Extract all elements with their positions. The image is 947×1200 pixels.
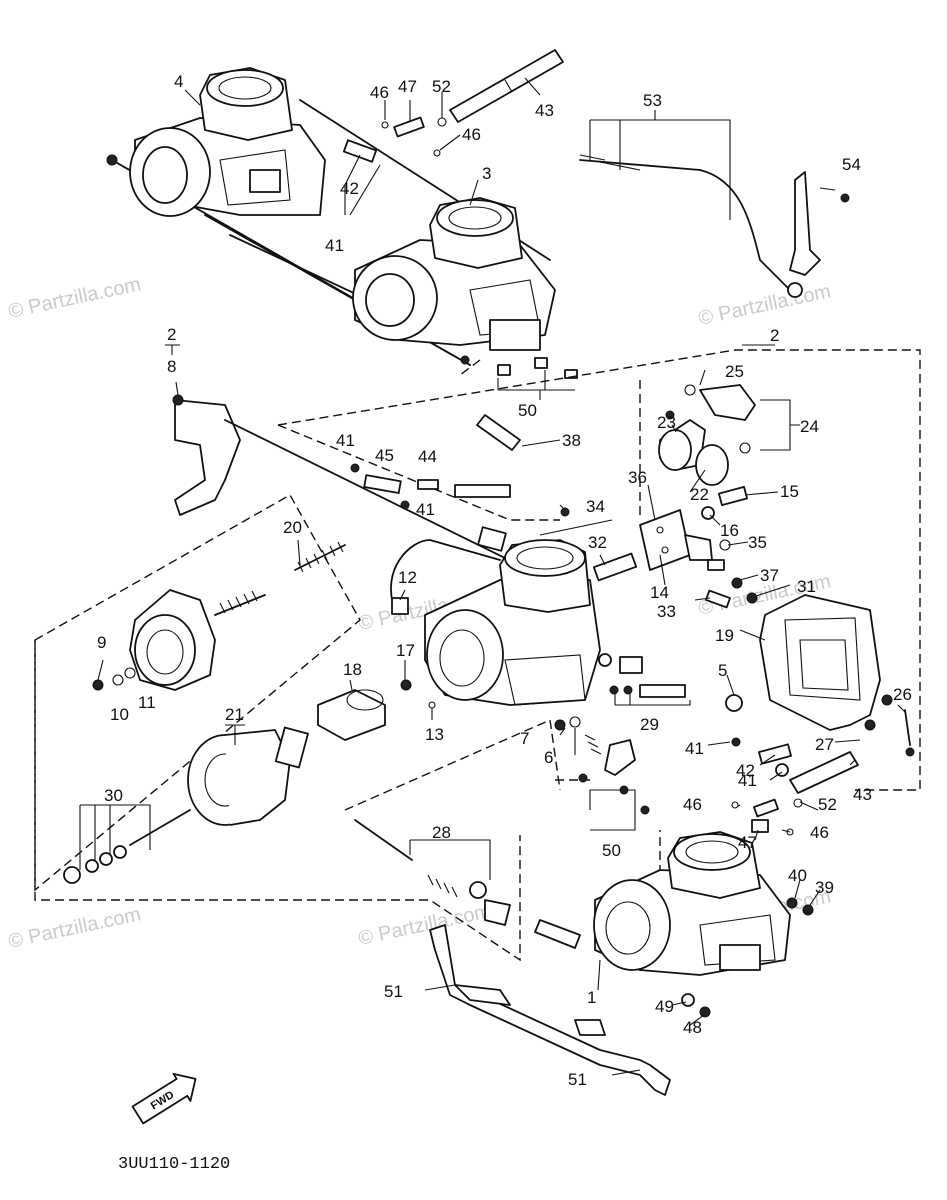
watermark: © Partzilla.com — [696, 280, 832, 330]
callout-number: 47 — [398, 77, 417, 96]
callout-number: 33 — [657, 602, 676, 621]
callout-number: 44 — [418, 447, 437, 466]
callout-number: 14 — [650, 583, 669, 602]
callout-number: 32 — [588, 533, 607, 552]
callout-number: 45 — [375, 446, 394, 465]
callout-numbers: 1 2 2 3 4 5 6 7 8 9 10 11 12 13 14 15 16… — [97, 72, 912, 1089]
right-components — [560, 384, 915, 836]
callout-number: 7 — [520, 729, 529, 748]
top-carburetor-assembly — [106, 49, 850, 451]
callout-number: 25 — [725, 362, 744, 381]
callout-number: 22 — [690, 485, 709, 504]
callout-number: 12 — [398, 568, 417, 587]
callout-number: 47 — [738, 833, 757, 852]
callout-number: 26 — [893, 685, 912, 704]
callout-number: 35 — [748, 533, 767, 552]
callout-number: 24 — [800, 417, 819, 436]
callout-number: 10 — [110, 705, 129, 724]
callout-number: 16 — [720, 521, 739, 540]
callout-number: 50 — [518, 401, 537, 420]
callout-number: 21 — [225, 705, 244, 724]
drawing-code: 3UU110-1120 — [118, 1155, 230, 1174]
callout-number: 13 — [425, 725, 444, 744]
callout-number: 51 — [568, 1070, 587, 1089]
callout-number: 2 — [167, 325, 176, 344]
callout-number: 42 — [736, 761, 755, 780]
callout-number: 41 — [738, 771, 757, 790]
callout-number: 43 — [535, 101, 554, 120]
callout-number: 2 — [770, 326, 779, 345]
callout-number: 49 — [655, 997, 674, 1016]
callout-number: 5 — [718, 661, 727, 680]
callout-number: 23 — [657, 413, 676, 432]
bottom-carburetor-assembly — [429, 831, 814, 1096]
callout-number: 46 — [683, 795, 702, 814]
callout-number: 34 — [586, 497, 605, 516]
callout-number: 19 — [715, 626, 734, 645]
callout-number: 18 — [343, 660, 362, 679]
watermark: © Partzilla.com — [6, 903, 142, 953]
callout-number: 11 — [138, 693, 156, 712]
callout-number: 8 — [167, 357, 176, 376]
callout-number: 51 — [384, 982, 403, 1001]
callout-number: 40 — [788, 866, 807, 885]
callout-number: 20 — [283, 518, 302, 537]
callout-number: 31 — [797, 577, 816, 596]
leaders-lower — [79, 344, 906, 1076]
callout-number: 30 — [104, 786, 123, 805]
callout-number: 36 — [628, 468, 647, 487]
dashed-boundaries — [34, 349, 921, 962]
callout-number: 46 — [370, 83, 389, 102]
callout-number: 50 — [602, 841, 621, 860]
callout-number: 27 — [815, 735, 834, 754]
callout-number: 39 — [815, 878, 834, 897]
callout-number: 29 — [640, 715, 659, 734]
callout-number: 42 — [340, 179, 359, 198]
callout-number: 43 — [853, 785, 872, 804]
callout-number: 41 — [336, 431, 355, 450]
callout-number: 41 — [416, 500, 435, 519]
callout-number: 3 — [482, 164, 491, 183]
callout-number: 41 — [325, 236, 344, 255]
callout-number: 1 — [587, 988, 596, 1007]
callout-number: 53 — [643, 91, 662, 110]
callout-number: 37 — [760, 566, 779, 585]
callout-number: 41 — [685, 739, 704, 758]
callout-number: 38 — [562, 431, 581, 450]
callout-number: 28 — [432, 823, 451, 842]
middle-carburetor-assembly — [63, 394, 743, 926]
callout-number: 17 — [396, 641, 415, 660]
watermark: © Partzilla.com — [356, 900, 492, 950]
watermark: © Partzilla.com — [6, 273, 142, 323]
callout-number: 52 — [818, 795, 837, 814]
callout-number: 4 — [174, 72, 183, 91]
callout-number: 46 — [810, 823, 829, 842]
callout-number: 48 — [683, 1018, 702, 1037]
callout-number: 46 — [462, 125, 481, 144]
leaders-top — [184, 77, 836, 447]
callout-number: 15 — [780, 482, 799, 501]
callout-number: 9 — [97, 633, 106, 652]
forward-arrow-icon: FWD — [131, 1072, 197, 1125]
callout-number: 54 — [842, 155, 861, 174]
callout-number: 6 — [544, 748, 553, 767]
callout-number: 52 — [432, 77, 451, 96]
